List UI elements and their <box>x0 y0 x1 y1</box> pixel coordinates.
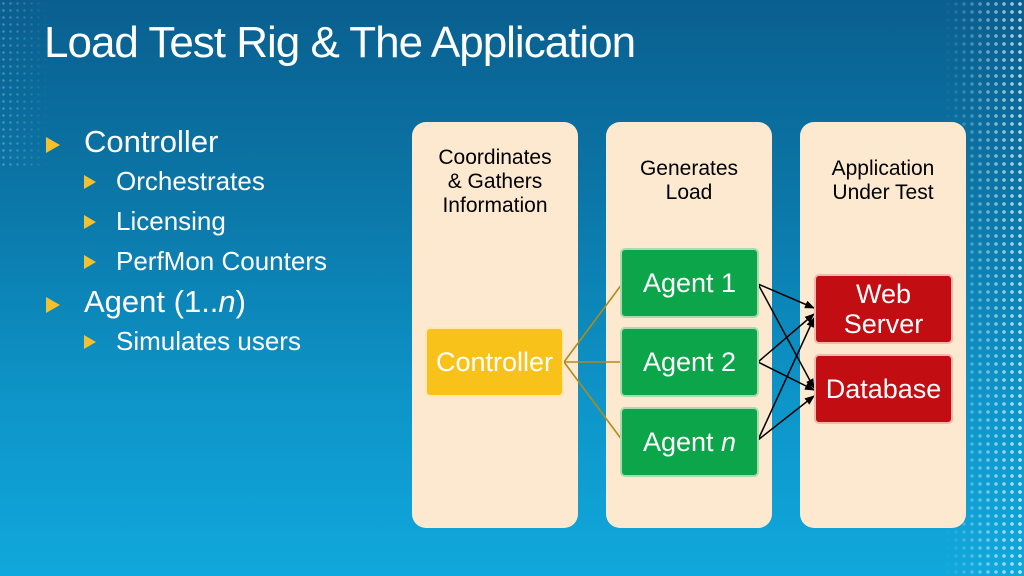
label-line: Information <box>442 194 548 217</box>
bullet-list: Controller Orchestrates Licensing PerfMo… <box>40 120 327 363</box>
bullet-text-italic: n <box>218 284 236 319</box>
agent-to-target-arrows <box>757 283 815 441</box>
slide-title: Load Test Rig & The Application <box>44 18 636 67</box>
bullet-text: Simulates users <box>116 326 301 356</box>
arrow-agentn-web <box>757 317 815 441</box>
agent-1-box: Agent 1 <box>620 248 759 318</box>
line-controller-agentn <box>563 361 623 441</box>
panel-label: Generates Load <box>606 157 772 205</box>
panel-controller: Coordinates & Gathers Information <box>412 122 578 528</box>
box-label-line: Server <box>843 309 924 339</box>
web-server-box: Web Server <box>814 274 953 344</box>
sub-bullet-simulates: Simulates users <box>40 323 327 360</box>
agent-n-box: Agent n <box>620 407 759 477</box>
bullet-text: Orchestrates <box>116 166 265 196</box>
controller-box: Controller <box>425 327 564 397</box>
triangle-bullet-icon <box>84 255 96 269</box>
arrow-agentn-db <box>757 395 815 441</box>
box-label: Agent 2 <box>642 346 737 377</box>
box-label-line: Web <box>855 279 912 309</box>
arrow-agent1-web <box>757 283 815 309</box>
decorative-dot-pattern-left <box>0 0 50 170</box>
box-label: Database <box>825 374 942 404</box>
controller-to-agent-lines <box>563 283 623 441</box>
bullet-agent: Agent (1..n) <box>40 284 327 320</box>
box-label-italic: n <box>721 426 737 457</box>
box-label: Agent 1 <box>642 267 737 298</box>
triangle-bullet-icon <box>84 175 96 189</box>
sub-bullet-licensing: Licensing <box>40 203 327 240</box>
bullet-text: Controller <box>84 124 219 159</box>
label-line: Generates <box>639 157 739 180</box>
bullet-text-prefix: Agent (1.. <box>84 284 219 319</box>
triangle-bullet-icon <box>46 297 60 313</box>
triangle-bullet-icon <box>84 215 96 229</box>
label-line: Load <box>665 181 713 204</box>
sub-bullet-perfmon: PerfMon Counters <box>40 243 327 280</box>
box-label: Agent n <box>643 427 736 458</box>
label-line: & Gathers <box>447 170 543 193</box>
arrow-agent1-db <box>757 283 815 389</box>
agent-2-box: Agent 2 <box>620 327 759 397</box>
label-line: Application <box>831 157 935 180</box>
box-label-prefix: Agent <box>642 426 722 457</box>
triangle-bullet-icon <box>84 335 96 349</box>
triangle-bullet-icon <box>46 137 60 153</box>
sub-bullet-orchestrates: Orchestrates <box>40 163 327 200</box>
arrow-agent2-web <box>757 313 815 363</box>
box-label: Controller <box>435 346 554 377</box>
panel-label: Coordinates & Gathers Information <box>412 146 578 218</box>
label-line: Coordinates <box>438 146 552 169</box>
arrow-agent2-db <box>757 361 815 391</box>
bullet-text: PerfMon Counters <box>116 246 327 276</box>
panel-label: Application Under Test <box>800 157 966 205</box>
bullet-text-suffix: ) <box>235 284 246 319</box>
database-box: Database <box>814 354 953 424</box>
bullet-controller: Controller <box>40 124 327 160</box>
bullet-text: Licensing <box>116 206 226 236</box>
label-line: Under Test <box>832 181 934 204</box>
line-controller-agent1 <box>563 283 623 363</box>
